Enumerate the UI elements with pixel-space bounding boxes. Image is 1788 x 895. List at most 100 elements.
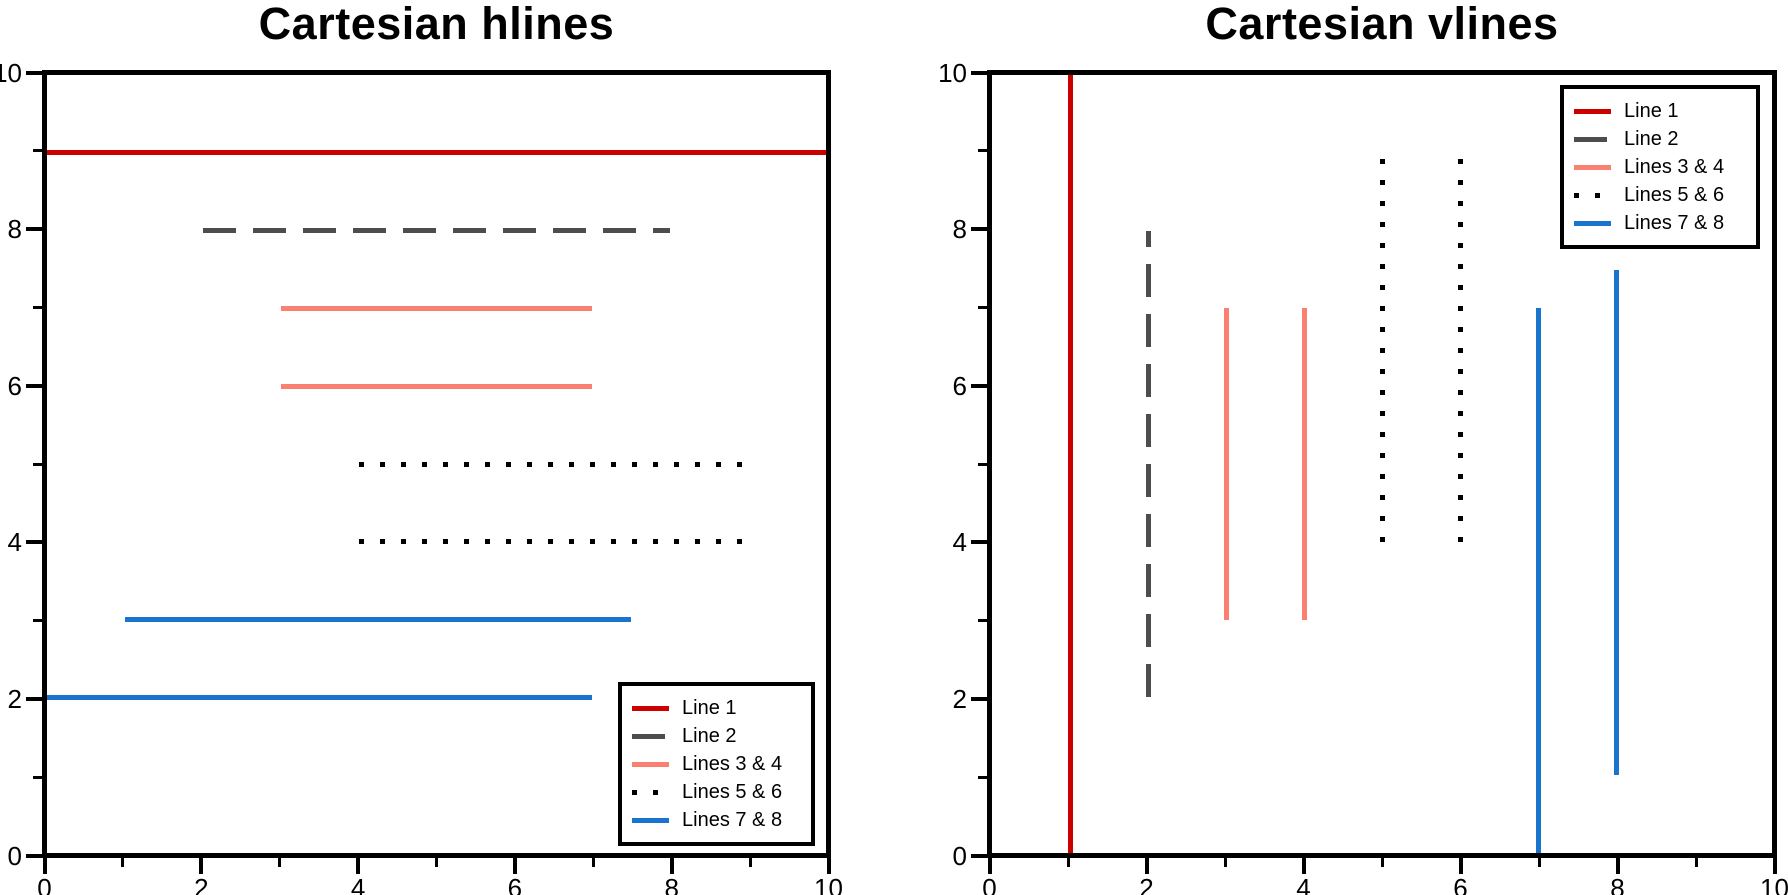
y-major-tick (26, 540, 42, 545)
x-tick-label: 10 (814, 873, 843, 895)
legend-label: Lines 3 & 4 (682, 753, 783, 775)
solid-line-swatch-icon (632, 761, 669, 767)
hlines-plot-area (42, 70, 831, 858)
lines-5-6-segment-4 (1379, 152, 1385, 542)
y-minor-tick (978, 149, 987, 153)
y-minor-tick (33, 619, 42, 623)
x-minor-tick (1223, 858, 1227, 867)
y-minor-tick (33, 462, 42, 466)
dashed-line-swatch-icon (1574, 136, 1611, 142)
y-major-tick (26, 383, 42, 388)
x-major-tick (669, 858, 674, 874)
legend-entry-lines-3-4: Lines 3 & 4 (1574, 153, 1748, 181)
lines-7-8-segment-6 (124, 617, 632, 623)
y-major-tick (971, 227, 987, 232)
y-tick-label: 4 (952, 527, 967, 558)
x-major-tick (512, 858, 517, 874)
x-tick-label: 2 (1139, 873, 1154, 895)
legend-entry-lines-3-4: Lines 3 & 4 (632, 750, 803, 778)
vlines-plot-title: Cartesian vlines (1205, 0, 1559, 49)
legend-label: Lines 3 & 4 (1624, 156, 1725, 178)
x-major-tick (199, 858, 204, 874)
y-major-tick (971, 540, 987, 545)
line-2-segment-1 (202, 228, 671, 234)
y-tick-label: 0 (952, 840, 967, 871)
x-major-tick (1301, 858, 1306, 874)
y-minor-tick (33, 149, 42, 153)
dashed-line-swatch-icon (632, 733, 669, 739)
y-major-tick (26, 696, 42, 701)
x-tick-label: 2 (194, 873, 209, 895)
lines-5-6-segment-5 (358, 539, 749, 545)
legend-entry-line-1: Line 1 (632, 694, 803, 722)
y-tick-label: 0 (7, 840, 22, 871)
lines-5-6-segment-5 (1457, 152, 1463, 542)
hlines-legend: Line 1 Line 2 Lines 3 & 4 Lines 5 & 6 Lines … (618, 682, 815, 846)
y-major-tick (26, 227, 42, 232)
x-tick-label: 4 (1296, 873, 1311, 895)
solid-line-swatch-icon (1574, 108, 1611, 114)
y-major-tick (971, 696, 987, 701)
y-minor-tick (978, 619, 987, 623)
y-minor-tick (33, 305, 42, 309)
x-major-tick (1458, 858, 1463, 874)
x-major-tick (1615, 858, 1620, 874)
x-tick-label: 8 (1610, 873, 1625, 895)
x-tick-label: 6 (1453, 873, 1468, 895)
x-tick-label: 0 (982, 873, 997, 895)
legend-entry-lines-7-8: Lines 7 & 8 (632, 806, 803, 834)
legend-entry-lines-5-6: Lines 5 & 6 (632, 778, 803, 806)
x-tick-label: 10 (1760, 873, 1788, 895)
x-minor-tick (1694, 858, 1698, 867)
hlines-plot-title: Cartesian hlines (258, 0, 615, 49)
legend-label: Line 2 (682, 725, 737, 747)
legend-label: Lines 7 & 8 (1624, 212, 1725, 234)
x-tick-label: 6 (507, 873, 523, 895)
legend-entry-lines-7-8: Lines 7 & 8 (1574, 209, 1748, 237)
x-major-tick (1144, 858, 1149, 874)
line-2-segment-1 (1145, 230, 1151, 698)
x-minor-tick (1537, 858, 1541, 867)
x-minor-tick (748, 858, 752, 867)
lines-7-8-segment-7 (47, 694, 593, 700)
legend-label: Line 1 (1624, 100, 1679, 122)
lines-3-4-segment-3 (1301, 308, 1307, 620)
y-minor-tick (978, 305, 987, 309)
x-minor-tick (435, 858, 438, 867)
legend-label: Line 2 (1624, 128, 1679, 150)
x-tick-label: 4 (350, 873, 366, 895)
x-minor-tick (1066, 858, 1070, 867)
legend-label: Lines 5 & 6 (682, 781, 783, 803)
dotted-line-swatch-icon (632, 789, 669, 795)
legend-entry-lines-5-6: Lines 5 & 6 (1574, 181, 1748, 209)
x-minor-tick (121, 858, 125, 867)
y-major-tick (971, 853, 987, 858)
y-tick-label: 6 (7, 370, 22, 401)
y-tick-label: 8 (7, 214, 22, 245)
x-major-tick (826, 858, 831, 874)
x-minor-tick (1380, 858, 1384, 867)
y-tick-label: 10 (0, 57, 22, 88)
y-tick-label: 6 (952, 370, 967, 401)
legend-entry-line-1: Line 1 (1574, 97, 1748, 125)
legend-label: Lines 5 & 6 (1624, 184, 1725, 206)
lines-3-4-segment-2 (1223, 308, 1229, 620)
y-major-tick (971, 383, 987, 388)
y-tick-label: 2 (952, 683, 967, 714)
lines-7-8-segment-6 (1535, 308, 1541, 853)
vlines-legend: Line 1 Line 2 Lines 3 & 4 Lines 5 & 6 Lines … (1560, 85, 1760, 249)
x-major-tick (356, 858, 361, 874)
x-tick-label: 8 (664, 873, 679, 895)
x-minor-tick (591, 858, 595, 867)
y-minor-tick (978, 462, 987, 466)
legend-label: Line 1 (682, 697, 737, 719)
x-tick-label: 0 (37, 873, 52, 895)
line-1-segment-0 (1067, 75, 1073, 853)
y-major-tick (26, 853, 42, 858)
dotted-line-swatch-icon (1574, 192, 1611, 198)
lines-5-6-segment-4 (358, 461, 749, 467)
y-tick-label: 4 (7, 527, 22, 558)
lines-3-4-segment-2 (280, 305, 593, 311)
y-major-tick (971, 70, 987, 75)
